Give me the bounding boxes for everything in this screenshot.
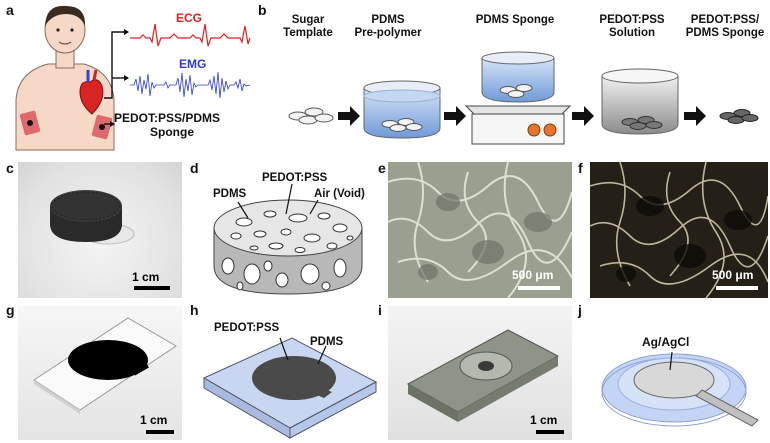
arrow-2 [444,106,466,126]
step-3-label: PDMS Sponge [470,14,560,27]
coated-sponges [719,109,759,124]
label-pdms-d: PDMS [213,188,247,200]
step-1-line1: Sugar [291,14,325,26]
panel-label-h: h [190,302,199,318]
step-2-label: PDMS Pre-polymer [348,14,428,40]
sponge-photo [18,162,182,298]
panel-label-g: g [6,302,15,318]
panel-label-e: e [378,160,386,176]
sugar-tablets [288,107,334,125]
panel-label-j: j [578,302,582,318]
scalebar-c [134,286,170,290]
scalebar-g [146,430,174,434]
panel-label-c: c [6,160,14,176]
sponge-label-1: PEDOT:PSS/PDMS [114,111,221,125]
emg-label: EMG [179,57,207,71]
step-2-line1: PDMS [371,14,405,26]
electrode-schematic-h [202,337,378,439]
label-agcl-j: Ag/AgCl [642,335,690,349]
arrow-1 [338,106,360,126]
body-illustration [15,5,129,151]
emg-trace [130,71,251,99]
electrode-photo-g [18,306,182,440]
scale-label-c: 1 cm [132,270,160,284]
panel-label-f: f [578,160,583,176]
sponge-label-2: Sponge [150,125,194,139]
pedot-beaker [601,68,679,135]
panel-label-b: b [258,2,267,18]
label-pdms-h: PDMS [310,336,344,348]
device-photo-i [388,306,572,440]
sponge-schematic [213,183,363,295]
label-pedot-d: PEDOT:PSS [262,172,328,184]
ecg-trace [130,23,251,47]
step-5-line2: PDMS Sponge [685,27,765,39]
pdms-beaker [363,80,441,139]
step-5-line1: PEDOT:PSS/ [690,14,760,26]
step-4-label: PEDOT:PSS Solution [592,14,672,40]
step-1-label: Sugar Template [278,14,338,40]
arrow-4 [684,106,706,126]
panel-label-i: i [378,302,382,318]
step-1-line2: Template [283,27,333,39]
label-pedot-h: PEDOT:PSS [214,322,280,334]
arrow-3 [572,106,594,126]
hotplate-beaker [464,51,572,145]
micrograph-e [388,162,572,298]
scale-label-g: 1 cm [140,413,168,427]
fabrication-diagram [288,51,759,145]
step-4-line1: PEDOT:PSS [599,14,665,26]
scale-label-f: 500 μm [712,268,754,282]
micrograph-f [590,162,768,298]
scalebar-i [536,430,564,434]
scale-label-e: 500 μm [512,268,554,282]
label-air-d: Air (Void) [314,188,365,200]
scalebar-e [518,286,560,290]
ecg-label: ECG [176,11,203,25]
scale-label-i: 1 cm [530,413,558,427]
step-2-line2: Pre-polymer [354,27,422,39]
step-5-label: PEDOT:PSS/ PDMS Sponge [680,14,770,40]
step-4-line2: Solution [609,27,655,39]
agcl-schematic-j [601,351,759,427]
panel-label-a: a [6,2,14,18]
panel-label-d: d [190,160,199,176]
scalebar-f [716,286,758,290]
step-3-line1: PDMS Sponge [475,14,555,26]
